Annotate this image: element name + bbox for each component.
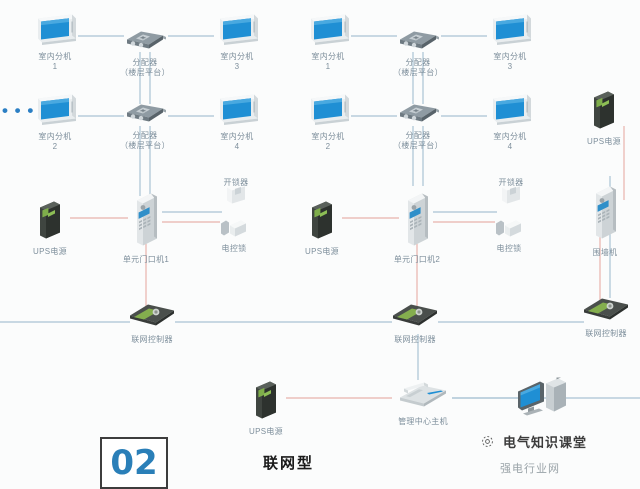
node-label: 开锁器 xyxy=(498,178,524,187)
watermark: 电气知识课堂 xyxy=(478,432,587,451)
diagram-title: 联网型 xyxy=(263,455,315,472)
watermark-sub: 强电行业网 xyxy=(500,463,560,475)
distributor-icon xyxy=(123,28,167,57)
node-label: 单元门口机2 xyxy=(393,255,441,264)
node-label: UPS电源 xyxy=(33,247,67,256)
indoor-monitor-icon xyxy=(214,93,260,132)
distributor-icon xyxy=(123,101,167,130)
node-label: 室内分机 4 xyxy=(493,132,527,151)
node-label: 室内分机 3 xyxy=(493,52,527,71)
node-label: 联网控制器 xyxy=(394,335,436,344)
network-controller-icon xyxy=(126,302,178,333)
node-label: UPS电源 xyxy=(587,137,621,146)
management-phone-icon xyxy=(394,380,452,415)
node-label: UPS电源 xyxy=(249,427,283,436)
electric-lock-icon xyxy=(219,218,249,243)
node-label: 室内分机 4 xyxy=(220,132,254,151)
node-label: 分配器 （楼层平台） xyxy=(120,58,170,77)
node-label: UPS电源 xyxy=(305,247,339,256)
diagram-canvas: 室内分机 1 室内分机 3 分配器 （楼层平台） 室内分机 2 室内分机 4 分配器 （楼… xyxy=(0,13,640,489)
node-label: 围墙机 xyxy=(592,248,618,257)
door-release-icon xyxy=(224,182,248,211)
indoor-monitor-icon xyxy=(305,13,351,52)
indoor-monitor-icon xyxy=(214,13,260,52)
node-label: 室内分机 1 xyxy=(38,52,72,71)
node-label: 分配器 （楼层平台） xyxy=(393,131,443,150)
ellipsis-marker: • • • xyxy=(2,101,35,120)
node-label: 分配器 （楼层平台） xyxy=(393,58,443,77)
network-controller-icon xyxy=(389,302,441,333)
ups-icon xyxy=(309,200,335,245)
node-label: 室内分机 1 xyxy=(311,52,345,71)
node-label: 联网控制器 xyxy=(131,335,173,344)
indoor-monitor-icon xyxy=(32,13,78,52)
ups-icon xyxy=(37,200,63,245)
indoor-monitor-icon xyxy=(487,13,533,52)
desktop-pc-icon xyxy=(514,370,568,423)
node-label: 管理中心主机 xyxy=(398,417,448,426)
door-station-icon xyxy=(131,191,161,254)
node-label: 室内分机 3 xyxy=(220,52,254,71)
distributor-icon xyxy=(396,101,440,130)
section-number: 02 xyxy=(110,443,158,483)
door-release-icon xyxy=(499,182,523,211)
watermark-text: 电气知识课堂 xyxy=(503,435,588,450)
section-number-badge: 02 xyxy=(100,437,168,489)
indoor-monitor-icon xyxy=(487,93,533,132)
indoor-monitor-icon xyxy=(305,93,351,132)
node-label: 室内分机 2 xyxy=(38,132,72,151)
node-label: 开锁器 xyxy=(223,178,249,187)
electric-lock-icon xyxy=(494,218,524,243)
door-station-icon xyxy=(402,191,432,254)
distributor-icon xyxy=(396,28,440,57)
indoor-monitor-icon xyxy=(32,93,78,132)
node-label: 电控锁 xyxy=(496,244,522,253)
node-label: 联网控制器 xyxy=(585,329,627,338)
ups-icon xyxy=(591,90,617,135)
network-controller-icon xyxy=(580,296,632,327)
watermark-logo-icon xyxy=(478,432,497,451)
door-station-icon xyxy=(590,184,620,247)
node-label: 室内分机 2 xyxy=(311,132,345,151)
node-label: 电控锁 xyxy=(221,244,247,253)
ups-icon xyxy=(253,380,279,425)
node-label: 单元门口机1 xyxy=(122,255,170,264)
node-label: 分配器 （楼层平台） xyxy=(120,131,170,150)
